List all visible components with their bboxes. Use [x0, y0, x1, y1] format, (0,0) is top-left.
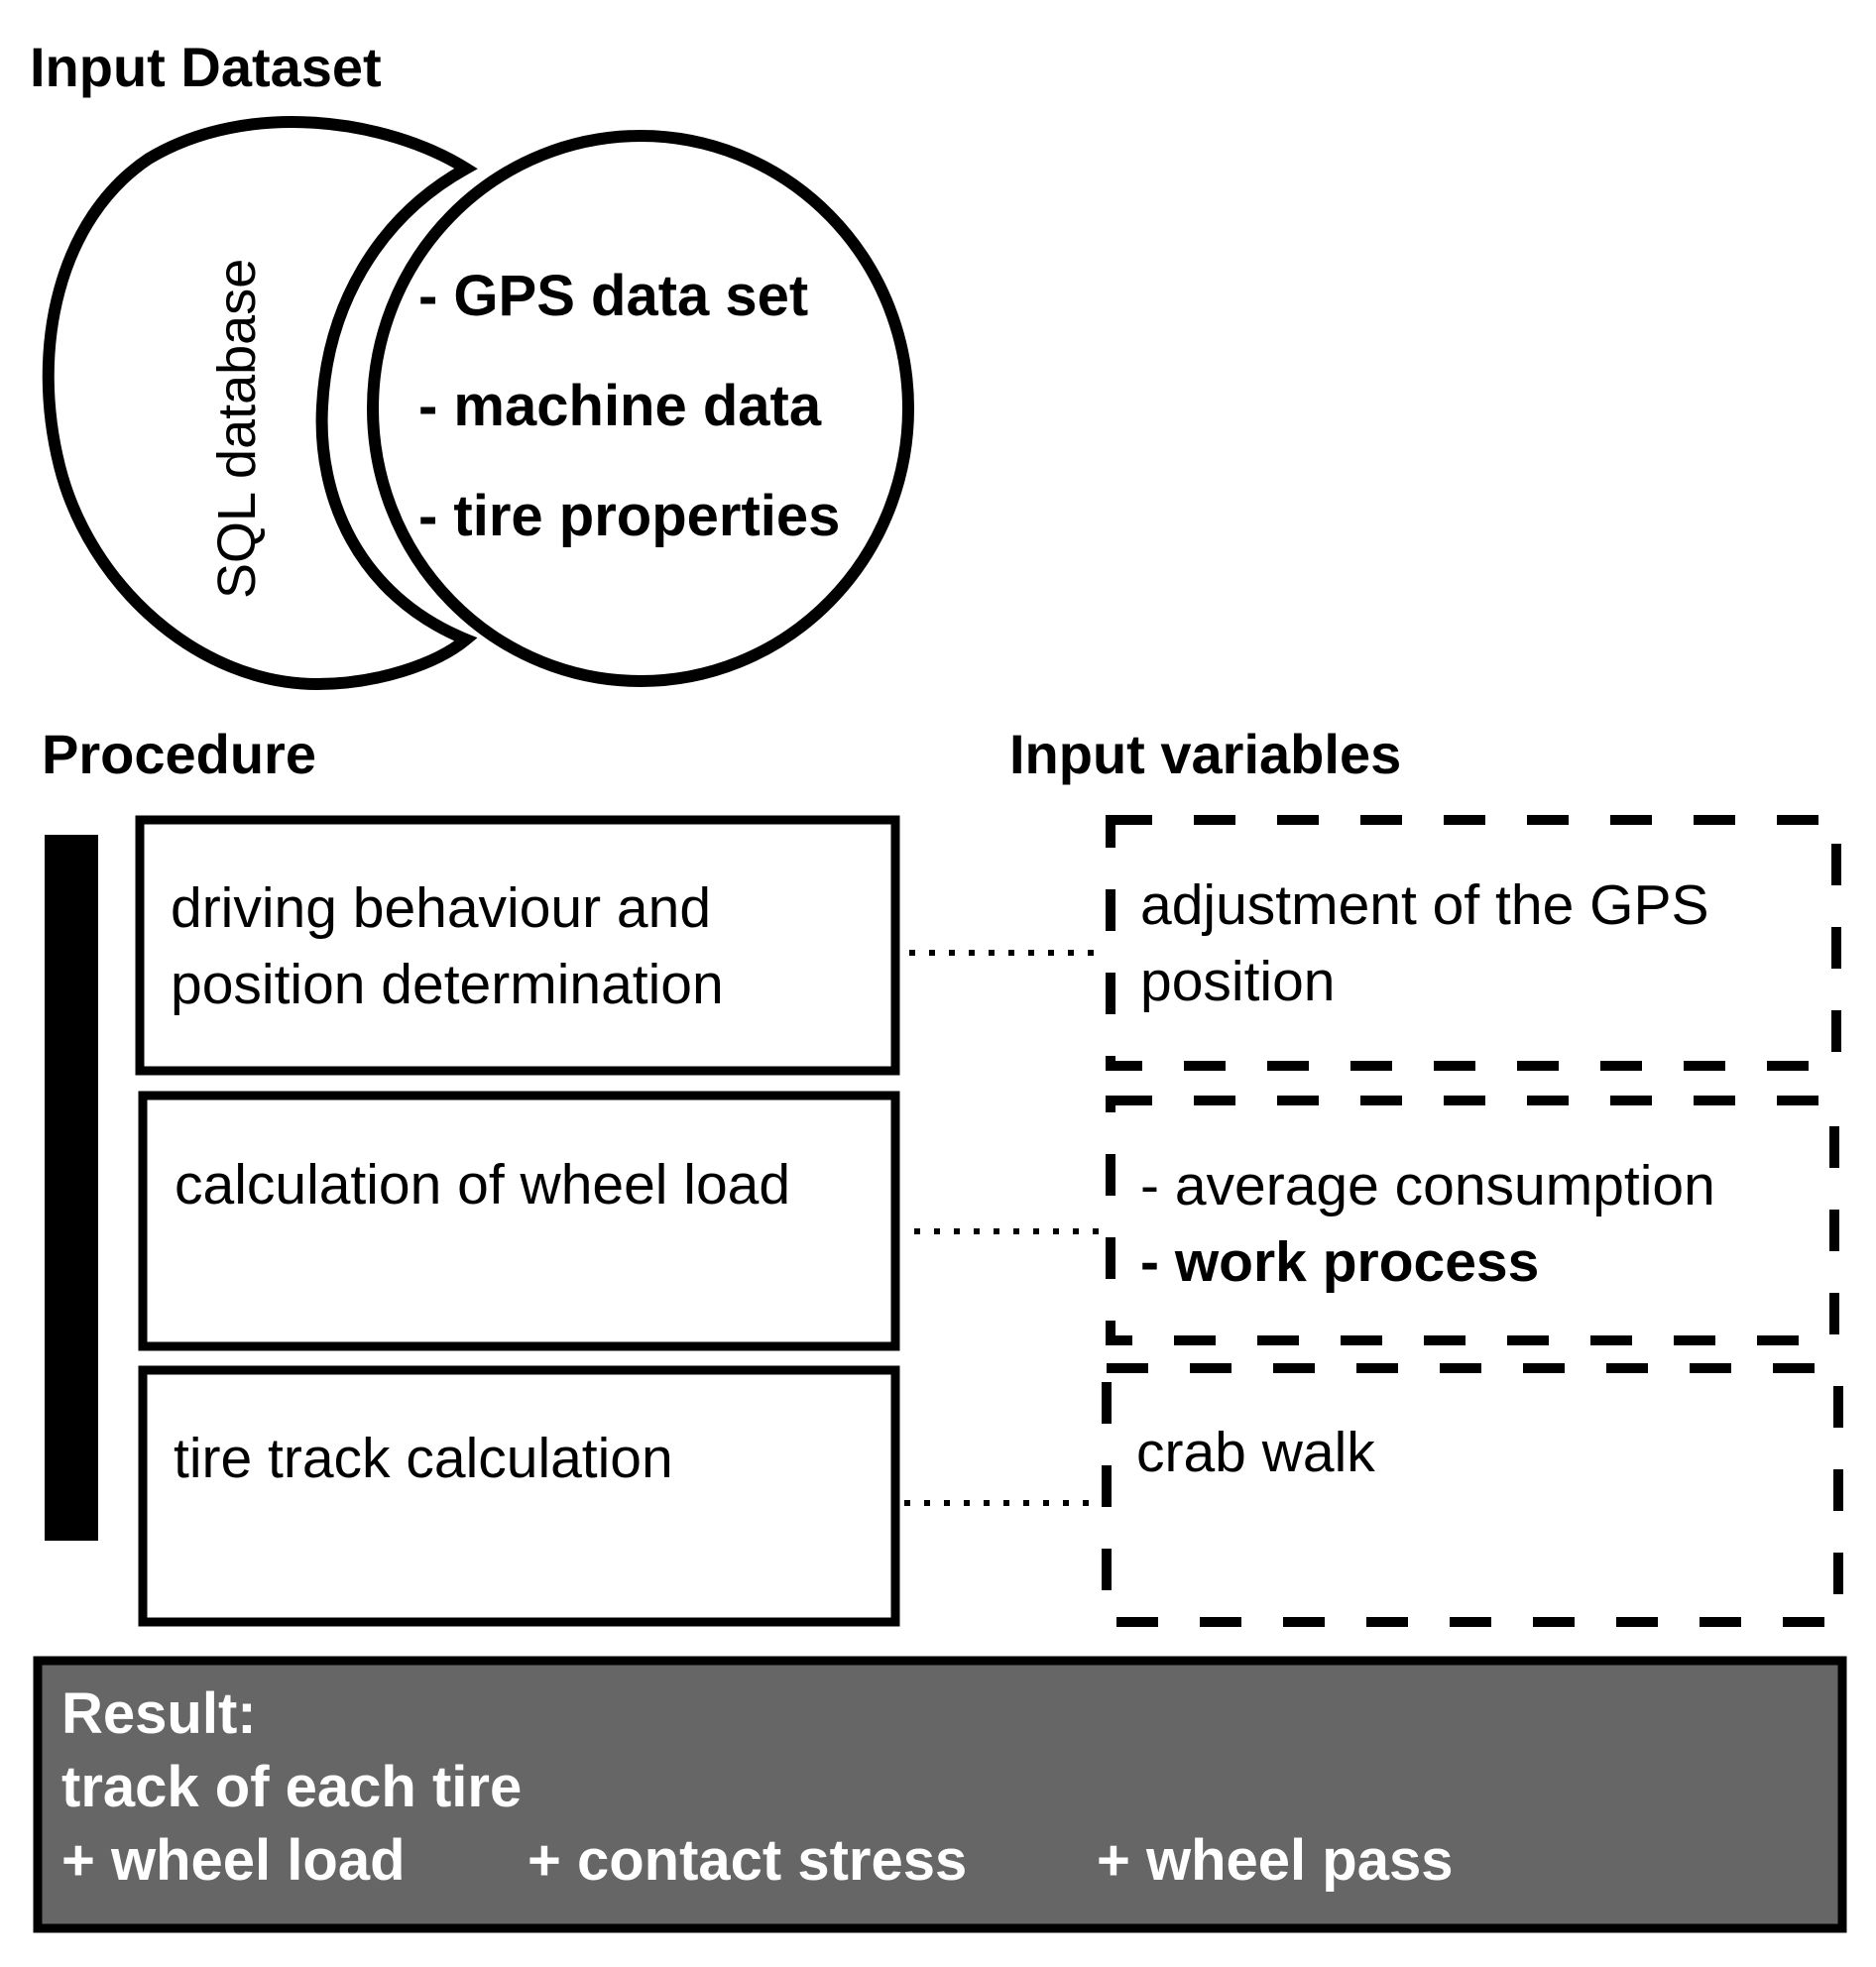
variable-box-2-text: - average consumption - work process	[1140, 1148, 1824, 1301]
procedure-title: Procedure	[42, 723, 316, 785]
result-panel	[33, 1656, 1847, 1933]
variable-box-3-line1: crab walk	[1136, 1421, 1375, 1484]
dataset-item-tire: - tire properties	[418, 484, 841, 548]
variable-box-1-line1: adjustment of the GPS	[1140, 873, 1709, 937]
procedure-step-2-line1: calculation of wheel load	[175, 1153, 791, 1216]
result-item-wheel-pass: + wheel pass	[1097, 1828, 1454, 1893]
procedure-step-1: driving behaviour and position determina…	[171, 870, 884, 1023]
result-line: track of each tire	[61, 1755, 523, 1819]
dataset-circle	[367, 130, 914, 687]
database-crescent-shape	[42, 116, 478, 691]
variable-box-1	[1106, 815, 1841, 1071]
procedure-step-1-line2: position determination	[171, 953, 724, 1016]
result-label: Result:	[61, 1681, 257, 1746]
variable-box-3-text: crab walk	[1136, 1415, 1820, 1491]
variable-box-2-line2: - work process	[1140, 1230, 1540, 1294]
procedure-bar	[45, 835, 98, 1541]
procedure-step-2: calculation of wheel load	[175, 1147, 888, 1223]
variable-box-1-line2: position	[1140, 950, 1336, 1013]
result-item-contact-stress: + contact stress	[528, 1828, 968, 1893]
variable-box-2	[1106, 1096, 1839, 1345]
procedure-box-2	[138, 1091, 900, 1351]
input-variables-title: Input variables	[1009, 723, 1402, 785]
variable-box-3	[1102, 1363, 1843, 1627]
procedure-step-1-line1: driving behaviour and	[171, 876, 712, 940]
procedure-box-1	[135, 815, 900, 1076]
database-label: SQL database	[207, 258, 267, 599]
variable-box-2-line1: - average consumption	[1140, 1154, 1715, 1217]
input-dataset-title: Input Dataset	[30, 36, 382, 98]
variable-box-1-text: adjustment of the GPS position	[1140, 868, 1824, 1020]
dataset-item-gps: - GPS data set	[418, 264, 809, 328]
procedure-step-3-line1: tire track calculation	[174, 1427, 673, 1490]
procedure-box-3	[138, 1365, 900, 1627]
dataset-item-machine: - machine data	[418, 374, 822, 438]
result-item-wheel-load: + wheel load	[61, 1828, 406, 1893]
procedure-step-3: tire track calculation	[174, 1421, 887, 1497]
